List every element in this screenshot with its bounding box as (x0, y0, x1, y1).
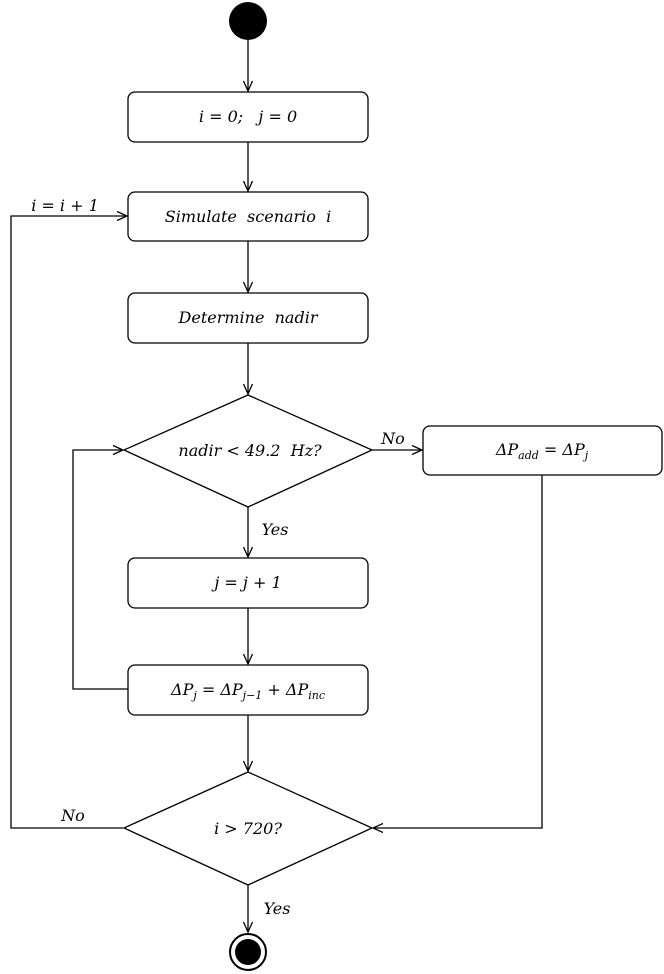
i-no-label: No (60, 806, 85, 825)
i-yes-label: Yes (264, 899, 291, 918)
padd-box (422, 425, 663, 476)
simulate-label: Simulate scenario i (165, 207, 331, 226)
edge-icheck-no-loop (10, 216, 127, 829)
simulate-box (127, 191, 369, 242)
init-box (127, 91, 369, 143)
i-decision-label: i > 720? (214, 819, 282, 838)
nadir-yes-label: Yes (262, 520, 289, 539)
nadir-no-label: No (380, 429, 405, 448)
init-label: i = 0; j = 0 (199, 107, 297, 126)
determine-box (127, 292, 369, 344)
increment-j-label: j = j + 1 (211, 573, 281, 592)
end-node (235, 939, 261, 965)
i-decision (122, 771, 374, 886)
padd-label: ΔPadd = ΔPj (495, 440, 589, 462)
pj-update-label: ΔPj = ΔPj−1 + ΔPinc (170, 680, 325, 702)
nadir-decision (122, 394, 374, 508)
pj-update-box (127, 664, 369, 716)
increment-j-box (127, 557, 369, 609)
nadir-decision-label: nadir < 49.2 Hz? (178, 441, 322, 460)
determine-label: Determine nadir (178, 308, 319, 327)
edge-padd-to-icheck (373, 475, 543, 828)
edge-pj-loop-back (72, 450, 128, 690)
i-increment-label: i = i + 1 (31, 196, 99, 215)
start-node (229, 2, 267, 40)
